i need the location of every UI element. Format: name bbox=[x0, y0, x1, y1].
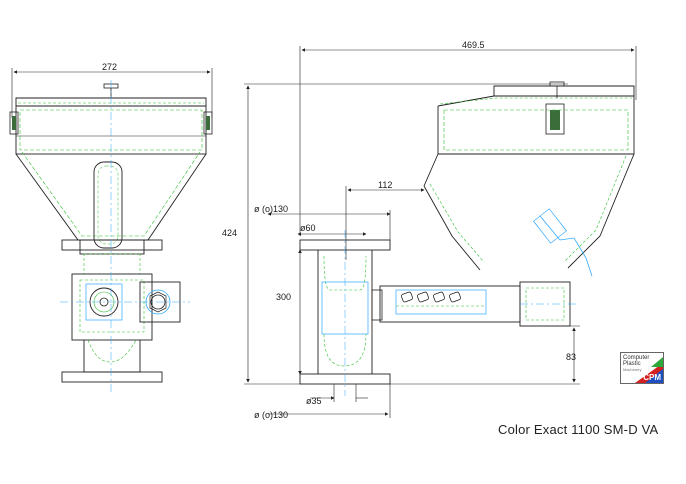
dim-body-height: 300 bbox=[276, 292, 291, 302]
dim-outlet-height: 83 bbox=[566, 352, 576, 362]
logo-line2: Plastic bbox=[623, 361, 641, 367]
dim-front-width: 272 bbox=[102, 62, 117, 72]
front-view: 272 bbox=[9, 62, 213, 392]
dim-feed-offset: 112 bbox=[378, 180, 392, 190]
dim-bottom-flange: ø (o)130 bbox=[254, 410, 288, 420]
dim-inner-top: ø60 bbox=[300, 223, 316, 233]
dim-side-width: 469.5 bbox=[462, 40, 485, 50]
cpm-logo: Computer Plastic Machinery CPM bbox=[620, 352, 664, 384]
screw-flights bbox=[401, 291, 461, 303]
logo-line1: Computer bbox=[623, 355, 650, 361]
drawing-title: Color Exact 1100 SM-D VA bbox=[498, 422, 659, 437]
side-view: 469.5 424 112 ø (o)130 ø60 bbox=[222, 40, 637, 420]
dim-overall-height: 424 bbox=[222, 228, 237, 238]
dim-top-flange: ø (o)130 bbox=[254, 204, 288, 214]
dim-outlet-diameter: ø35 bbox=[306, 396, 322, 406]
logo-line3: Machinery bbox=[623, 367, 642, 372]
logo-brand: CPM bbox=[643, 373, 661, 382]
